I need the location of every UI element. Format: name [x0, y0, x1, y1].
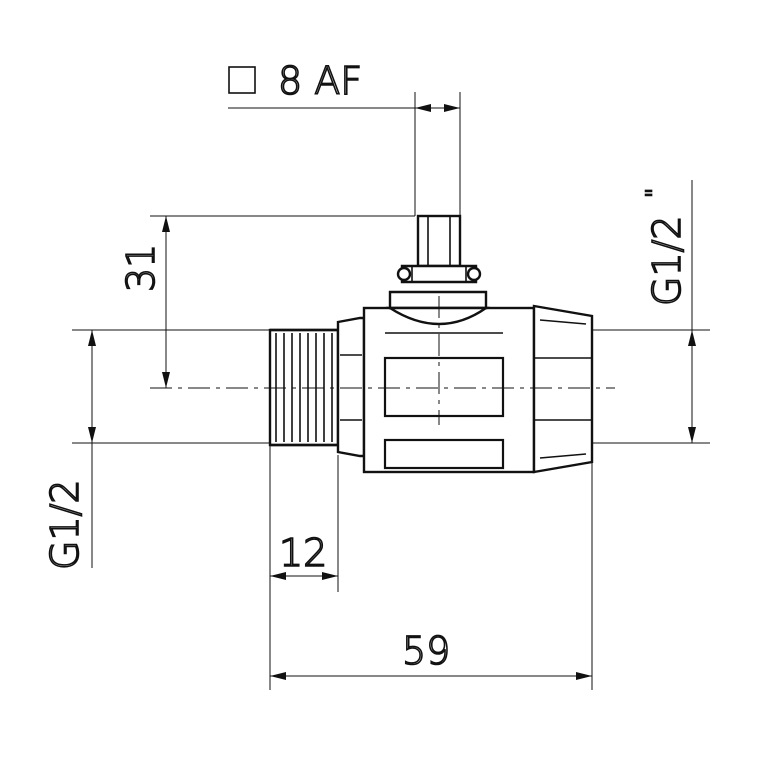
- valve-stem: [396, 214, 482, 284]
- dim-thread-left: G1/2: [42, 329, 270, 571]
- overall-length-label: 59: [402, 629, 450, 673]
- dim-stem-height: 31: [118, 215, 415, 388]
- center-lines: [150, 296, 615, 425]
- square-icon: [228, 66, 256, 94]
- dim-thread-length: 12: [269, 445, 339, 690]
- central-body: [362, 290, 536, 474]
- dim-thread-right: G1/2 ": [592, 180, 710, 444]
- stem-height-label: 31: [119, 244, 163, 292]
- female-hex: [532, 304, 594, 474]
- wrench-size-label: 8 AF: [278, 59, 362, 103]
- thread-right-mark: ": [643, 188, 668, 198]
- dim-wrench-size: 8 AF: [228, 58, 461, 216]
- dim-overall-length: 59: [270, 462, 593, 690]
- thread-length-label: 12: [279, 531, 327, 575]
- valve-body: [268, 214, 594, 474]
- left-hex-nut: [336, 316, 366, 458]
- thread-left-label: G1/2: [43, 479, 87, 570]
- thread-right-label: G1/2: [645, 215, 689, 306]
